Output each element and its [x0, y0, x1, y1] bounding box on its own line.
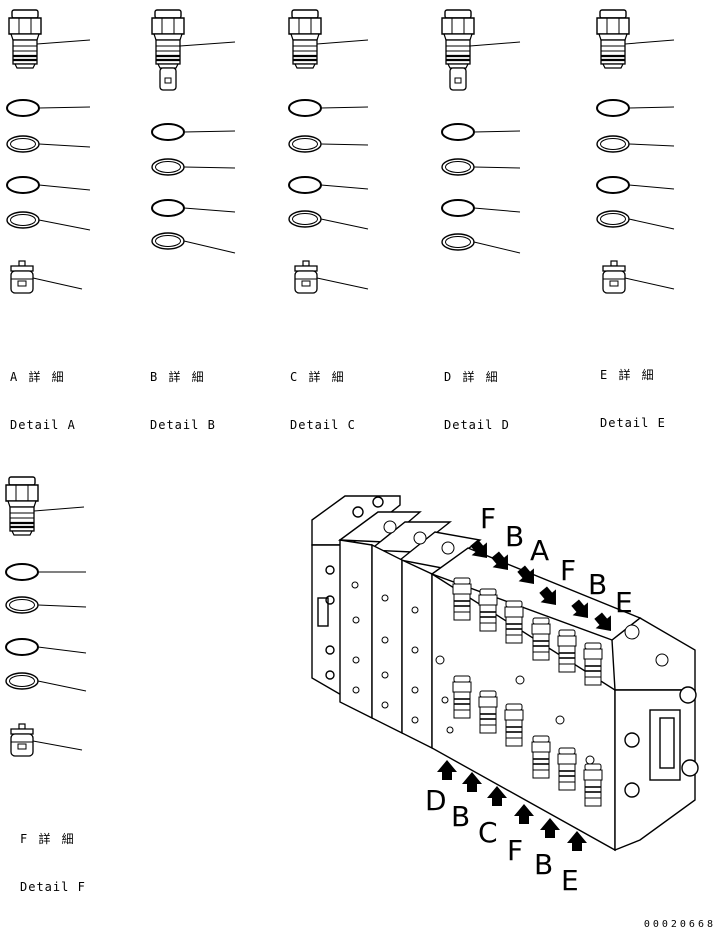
arrow-label-top-1: F	[480, 502, 496, 535]
detail-b-parts	[151, 10, 236, 254]
arrow-label-bottom-3: C	[478, 816, 498, 849]
detail-f-parts	[4, 475, 87, 757]
arrow-label-bottom-6: E	[561, 864, 579, 897]
arrow-label-top-3: A	[530, 534, 549, 567]
arrow-label-top-6: E	[615, 586, 633, 619]
detail-e-en: Detail E	[600, 416, 666, 430]
detail-f-en: Detail F	[20, 880, 86, 894]
detail-b-en: Detail B	[150, 418, 216, 432]
detail-c-jp: C 詳 細	[290, 370, 346, 384]
arrow-label-bottom-2: B	[451, 800, 470, 833]
detail-d-en: Detail D	[444, 418, 510, 432]
detail-a-jp: A 詳 細	[10, 370, 66, 384]
arrow-label-bottom-4: F	[507, 834, 523, 867]
detail-a-parts	[6, 8, 91, 294]
arrow-label-top-5: B	[588, 568, 607, 601]
detail-d-parts	[441, 10, 521, 254]
arrow-label-top-4: F	[560, 554, 576, 587]
arrow-label-top-2: B	[505, 520, 524, 553]
detail-e-parts	[595, 8, 675, 294]
detail-b-caption: B 詳 細 Detail B	[150, 337, 216, 449]
detail-f-jp: F 詳 細	[20, 832, 76, 846]
detail-f-caption: F 詳 細 Detail F	[20, 799, 86, 911]
detail-c-caption: C 詳 細 Detail C	[290, 337, 356, 449]
arrow-label-bottom-5: B	[534, 848, 553, 881]
detail-a-en: Detail A	[10, 418, 76, 432]
arrow-label-bottom-1: D	[425, 784, 447, 817]
document-code: 00020668	[643, 919, 716, 930]
detail-a-caption: A 詳 細 Detail A	[10, 337, 76, 449]
detail-e-caption: E 詳 細 Detail E	[600, 335, 666, 447]
port-holes	[351, 520, 669, 765]
detail-c-parts	[287, 8, 369, 294]
detail-d-caption: D 詳 細 Detail D	[444, 337, 510, 449]
detail-b-jp: B 詳 細	[150, 370, 206, 384]
detail-d-jp: D 詳 細	[444, 370, 500, 384]
detail-e-jp: E 詳 細	[600, 368, 656, 382]
detail-c-en: Detail C	[290, 418, 356, 432]
